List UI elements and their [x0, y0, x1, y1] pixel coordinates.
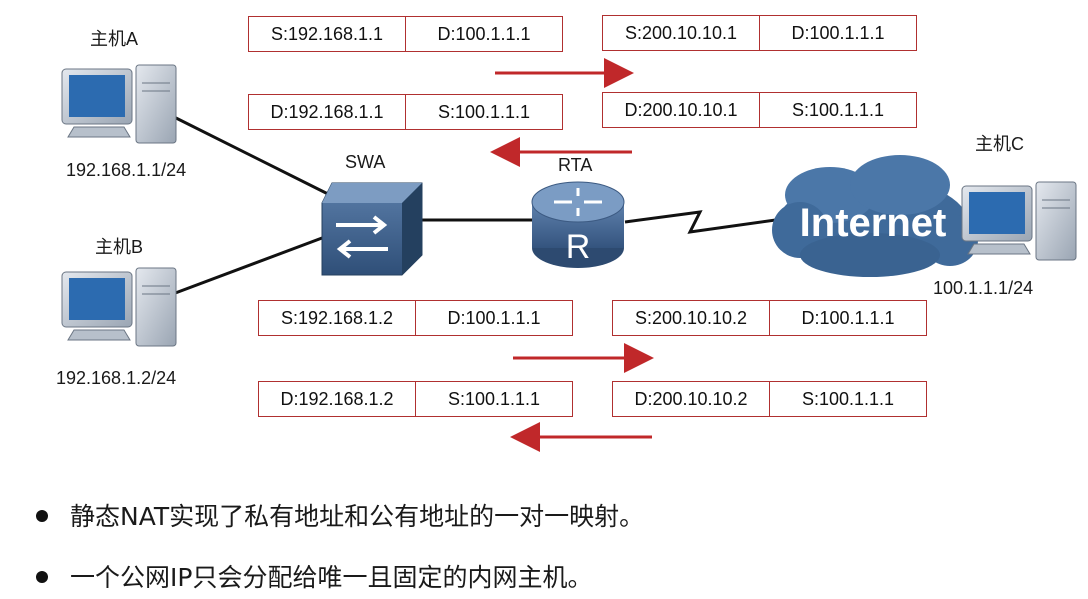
router-symbol: R [566, 228, 591, 266]
bullet-text-2: 一个公网IP只会分配给唯一且固定的内网主机。 [70, 563, 593, 592]
host-c-computer-icon [961, 181, 1077, 261]
packet-b-out-public-dst: D:100.1.1.1 [769, 300, 927, 336]
packet-b-in-private-dst: D:192.168.1.2 [258, 381, 416, 417]
link-a-swa [169, 113, 331, 197]
packet-a-out-public-src: S:200.10.10.1 [602, 15, 760, 51]
packet-b-out-public-src: S:200.10.10.2 [612, 300, 770, 336]
packet-a-in-private-src: S:100.1.1.1 [405, 94, 563, 130]
router-name: RTA [558, 155, 593, 175]
router-icon: R [531, 181, 625, 268]
bullet-item-2: 一个公网IP只会分配给唯一且固定的内网主机。 [36, 558, 592, 594]
host-a-ip: 192.168.1.1/24 [66, 160, 187, 180]
host-b-computer-icon [61, 267, 177, 347]
host-a-computer-icon [61, 64, 177, 144]
packet-b-in-public-dst: D:200.10.10.2 [612, 381, 770, 417]
packet-a-out-public-dst: D:100.1.1.1 [759, 15, 917, 51]
serial-link-icon [624, 210, 791, 234]
host-a-name: 主机A [90, 29, 139, 49]
packet-a-out-private-src: S:192.168.1.1 [248, 16, 406, 52]
link-b-swa [169, 233, 331, 297]
packet-a-in-public-dst: D:200.10.10.1 [602, 92, 760, 128]
packet-b-in-private-src: S:100.1.1.1 [415, 381, 573, 417]
packet-b-out-private-src: S:192.168.1.2 [258, 300, 416, 336]
bullet-dot-icon [36, 510, 48, 522]
bullet-text-1: 静态NAT实现了私有地址和公有地址的一对一映射。 [70, 502, 645, 531]
packet-a-in-public-src: S:100.1.1.1 [759, 92, 917, 128]
host-c-name: 主机C [975, 134, 1024, 154]
internet-cloud-icon: Internet [772, 155, 978, 277]
switch-name: SWA [345, 152, 386, 172]
packet-a-out-private-dst: D:100.1.1.1 [405, 16, 563, 52]
host-b-name: 主机B [95, 237, 144, 257]
switch-icon [321, 182, 423, 276]
internet-label: Internet [800, 201, 947, 245]
packet-b-in-public-src: S:100.1.1.1 [769, 381, 927, 417]
packet-b-out-private-dst: D:100.1.1.1 [415, 300, 573, 336]
host-b-ip: 192.168.1.2/24 [56, 368, 177, 388]
bullet-item-1: 静态NAT实现了私有地址和公有地址的一对一映射。 [36, 497, 644, 533]
packet-a-in-private-dst: D:192.168.1.1 [248, 94, 406, 130]
host-c-ip: 100.1.1.1/24 [933, 278, 1034, 298]
bullet-dot-icon [36, 571, 48, 583]
